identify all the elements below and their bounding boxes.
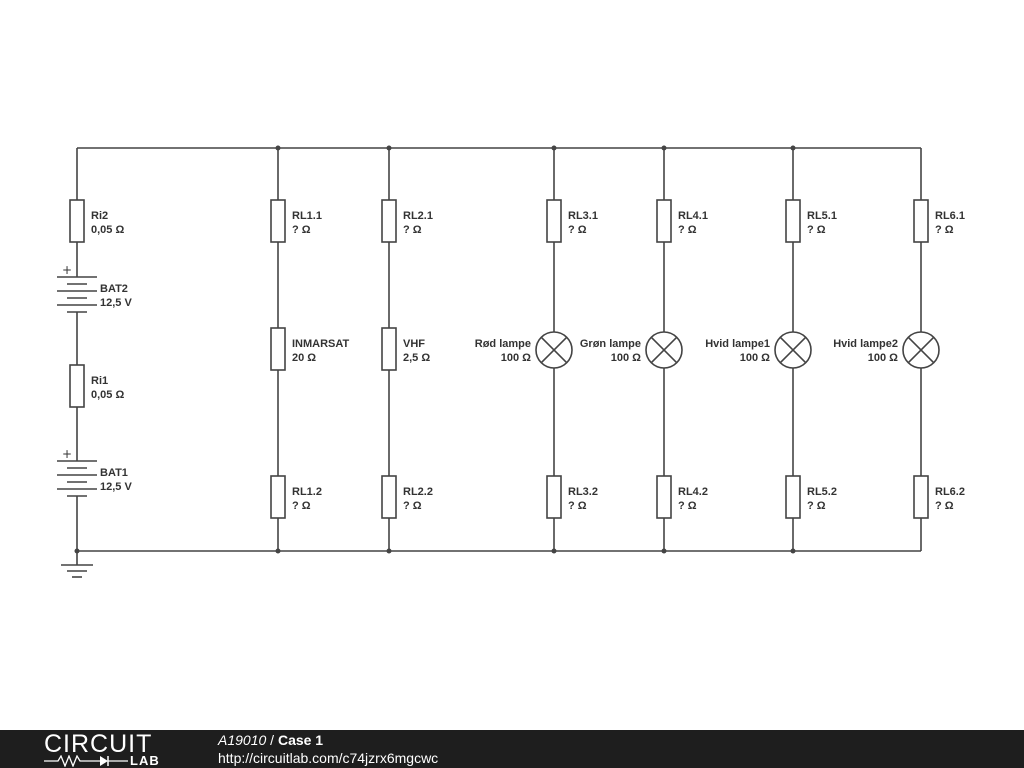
logo-waveform-icon: [44, 755, 128, 767]
vhf-name: VHF: [403, 338, 425, 350]
circuit-id[interactable]: A19010: [218, 732, 267, 748]
hvid-lampe2-name: Hvid lampe2: [833, 338, 898, 350]
rl2-2-name: RL2.2: [403, 486, 433, 498]
rl1-2-resistor[interactable]: [270, 475, 286, 519]
ri2-name: Ri2: [91, 210, 108, 222]
ri2-value: 0,05 Ω: [91, 224, 124, 236]
rl2-2-resistor[interactable]: [381, 475, 397, 519]
rl6-2-value: ? Ω: [935, 500, 954, 512]
vhf-branch: RL2.1 ? Ω VHF 2,5 Ω RL2.2 ? Ω: [381, 148, 433, 551]
hvid-lampe2-branch: RL6.1 ? Ω Hvid lampe2 100 Ω RL6.2 ? Ω: [833, 148, 965, 551]
circuit-name[interactable]: Case 1: [277, 732, 324, 748]
gron-lampe-name: Grøn lampe: [580, 338, 641, 350]
bat1-name: BAT1: [100, 467, 128, 479]
rl5-2-value: ? Ω: [807, 500, 826, 512]
rl5-1-resistor[interactable]: [785, 199, 801, 243]
ri1-name: Ri1: [91, 375, 108, 387]
rl5-2-resistor[interactable]: [785, 475, 801, 519]
rl1-1-resistor[interactable]: [270, 199, 286, 243]
bat2-value: 12,5 V: [100, 297, 132, 309]
circuit-title: A19010 / Case 1: [218, 732, 323, 748]
rl2-1-value: ? Ω: [403, 224, 422, 236]
rl5-2-name: RL5.2: [807, 486, 837, 498]
circuit-url-link[interactable]: http://circuitlab.com/c74jzrx6mgcwc: [218, 750, 439, 766]
bat2-battery[interactable]: [57, 276, 97, 313]
bat2-name: BAT2: [100, 283, 128, 295]
footer-bar: CIRCUIT LAB A19010 / Case 1 http://circu…: [0, 730, 1024, 768]
rod-lampe-lamp-icon[interactable]: [535, 331, 573, 369]
logo-text-lab: LAB: [130, 753, 160, 768]
rl1-1-name: RL1.1: [292, 210, 322, 222]
rl4-2-value: ? Ω: [678, 500, 697, 512]
inmarsat-resistor[interactable]: [270, 327, 286, 371]
rl3-1-resistor[interactable]: [546, 199, 562, 243]
rod-lampe-branch: RL3.1 ? Ω Rød lampe 100 Ω RL3.2 ? Ω: [475, 148, 598, 551]
rl1-2-value: ? Ω: [292, 500, 311, 512]
ground-icon: [61, 564, 93, 578]
circuit-schematic: Ri2 0,05 Ω + BAT2 12,5 V Ri1 0,05 Ω: [57, 145, 965, 578]
junction-dots: [74, 145, 796, 554]
hvid-lampe2-value: 100 Ω: [868, 352, 898, 364]
vhf-value: 2,5 Ω: [403, 352, 430, 364]
gron-lampe-value: 100 Ω: [611, 352, 641, 364]
rl6-2-resistor[interactable]: [913, 475, 929, 519]
source-branch: Ri2 0,05 Ω + BAT2 12,5 V Ri1 0,05 Ω: [57, 148, 132, 578]
rl3-2-name: RL3.2: [568, 486, 598, 498]
hvid-lampe1-name: Hvid lampe1: [705, 338, 770, 350]
gron-lampe-lamp-icon[interactable]: [645, 331, 683, 369]
hvid-lampe1-lamp-icon[interactable]: [774, 331, 812, 369]
logo-text-circuit: CIRCUIT: [44, 730, 153, 758]
title-separator: /: [266, 732, 278, 748]
rl3-1-name: RL3.1: [568, 210, 598, 222]
rl2-1-name: RL2.1: [403, 210, 433, 222]
inmarsat-name: INMARSAT: [292, 338, 350, 350]
bat1-plus-mark: +: [62, 447, 72, 461]
inmarsat-branch: RL1.1 ? Ω INMARSAT 20 Ω RL1.2 ? Ω: [270, 148, 350, 551]
rod-lampe-name: Rød lampe: [475, 338, 531, 350]
ri2-resistor[interactable]: [69, 199, 85, 243]
rl3-1-value: ? Ω: [568, 224, 587, 236]
ri1-resistor[interactable]: [69, 364, 85, 408]
rl2-1-resistor[interactable]: [381, 199, 397, 243]
bat2-plus-mark: +: [62, 263, 72, 277]
hvid-lampe1-branch: RL5.1 ? Ω Hvid lampe1 100 Ω RL5.2 ? Ω: [705, 148, 837, 551]
rl5-1-name: RL5.1: [807, 210, 837, 222]
rod-lampe-value: 100 Ω: [501, 352, 531, 364]
rl4-1-value: ? Ω: [678, 224, 697, 236]
bat1-value: 12,5 V: [100, 481, 132, 493]
rl4-2-resistor[interactable]: [656, 475, 672, 519]
rl4-1-resistor[interactable]: [656, 199, 672, 243]
rl5-1-value: ? Ω: [807, 224, 826, 236]
rl3-2-value: ? Ω: [568, 500, 587, 512]
rl6-2-name: RL6.2: [935, 486, 965, 498]
rl1-2-name: RL1.2: [292, 486, 322, 498]
ri1-value: 0,05 Ω: [91, 389, 124, 401]
rl6-1-value: ? Ω: [935, 224, 954, 236]
rl4-2-name: RL4.2: [678, 486, 708, 498]
rl2-2-value: ? Ω: [403, 500, 422, 512]
gron-lampe-branch: RL4.1 ? Ω Grøn lampe 100 Ω RL4.2 ? Ω: [580, 148, 708, 551]
rl6-1-resistor[interactable]: [913, 199, 929, 243]
bat1-battery[interactable]: [57, 460, 97, 497]
inmarsat-value: 20 Ω: [292, 352, 316, 364]
rl3-2-resistor[interactable]: [546, 475, 562, 519]
hvid-lampe1-value: 100 Ω: [740, 352, 770, 364]
hvid-lampe2-lamp-icon[interactable]: [902, 331, 940, 369]
vhf-resistor[interactable]: [381, 327, 397, 371]
rl1-1-value: ? Ω: [292, 224, 311, 236]
rl6-1-name: RL6.1: [935, 210, 965, 222]
circuitlab-logo[interactable]: CIRCUIT LAB: [44, 732, 184, 768]
rl4-1-name: RL4.1: [678, 210, 708, 222]
